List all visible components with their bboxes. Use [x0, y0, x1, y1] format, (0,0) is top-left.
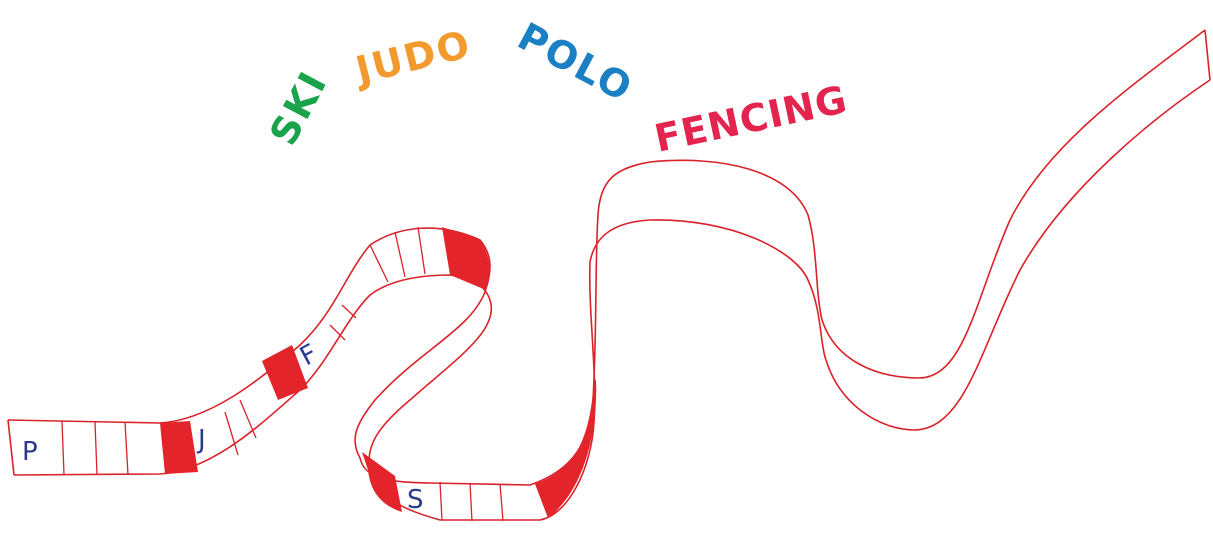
ribbon-letter-p: P	[22, 437, 38, 467]
ribbon-tail-end	[1205, 30, 1210, 80]
divider	[440, 482, 442, 520]
word-polo: POLO	[511, 14, 641, 111]
divider	[370, 245, 388, 282]
word-fencing: FENCING	[651, 77, 852, 161]
ribbon-tail-top	[822, 30, 1205, 378]
red-segment-3	[442, 227, 490, 290]
sport-words: SKI JUDO POLO FENCING	[261, 14, 851, 161]
ribbon-tail-bottom	[826, 80, 1210, 430]
ribbon-letters: P J F S	[22, 339, 424, 515]
divider	[500, 484, 503, 521]
ribbon-edge-bottom-left	[14, 275, 491, 475]
ribbon-arch-top	[598, 160, 822, 320]
word-ski: SKI	[261, 64, 336, 153]
divider	[418, 227, 425, 274]
divider	[470, 483, 472, 521]
divider	[395, 232, 405, 277]
ribbon-red-segments	[160, 227, 596, 518]
divider	[342, 305, 356, 318]
word-judo: JUDO	[349, 22, 476, 94]
red-segment-5	[535, 380, 596, 518]
red-segment-1	[160, 421, 198, 474]
ribbon-arch-bottom	[590, 220, 826, 360]
ribbon-left-end	[8, 420, 14, 475]
ribbon-letter-j: J	[196, 425, 206, 455]
divider	[95, 422, 97, 475]
ribbon-letter-s: S	[407, 485, 424, 515]
divider	[62, 421, 64, 475]
divider	[240, 400, 256, 438]
red-segment-4	[362, 452, 402, 512]
divider	[125, 422, 128, 475]
ribbon-edge-top-left	[8, 228, 490, 458]
